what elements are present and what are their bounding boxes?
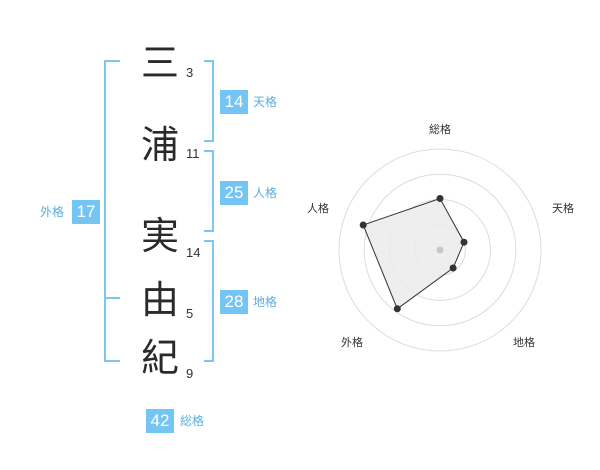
tenkaku-label: 天格 <box>253 95 278 109</box>
chikaku-bracket <box>204 240 214 362</box>
radar-point-3 <box>449 264 457 272</box>
radar-point-5 <box>359 221 367 229</box>
soukaku-label: 総格 <box>180 414 205 428</box>
radar-polygon <box>362 197 465 310</box>
radar-label-chikaku: 地格 <box>513 335 535 349</box>
stroke-count-1: 3 <box>186 65 194 80</box>
stroke-count-3: 14 <box>186 245 201 260</box>
gaikaku-bracket <box>104 60 120 362</box>
stroke-count-4: 5 <box>186 306 194 321</box>
jinkaku-bracket <box>204 150 214 232</box>
radar-ring <box>338 148 542 352</box>
name-char-2: 浦 <box>140 123 179 167</box>
radar-label-jinkaku: 人格 <box>307 201 329 215</box>
radar-points <box>359 195 468 313</box>
jinkaku-label: 人格 <box>253 186 278 200</box>
tenkaku-value: 14 <box>220 90 248 114</box>
radar-label-gaikaku: 外格 <box>341 335 363 349</box>
gaikaku-label: 外格 <box>40 205 65 219</box>
gaikaku-bracket-tick <box>106 297 120 299</box>
chikaku-value: 28 <box>220 290 248 314</box>
tenkaku-bracket <box>204 60 214 142</box>
gaikaku-value: 17 <box>72 200 100 224</box>
radar-ring <box>363 173 517 327</box>
stroke-count-5: 9 <box>186 366 194 381</box>
chikaku-label: 地格 <box>253 295 278 309</box>
radar-point-1 <box>436 195 444 202</box>
name-char-5: 紀 <box>140 336 179 380</box>
radar-center-dot <box>436 246 444 254</box>
soukaku-value: 42 <box>146 409 174 433</box>
radar-label-tenkaku: 天格 <box>552 201 574 215</box>
radar-point-4 <box>393 305 401 313</box>
stroke-count-2: 11 <box>186 146 200 161</box>
radar-point-2 <box>460 238 468 246</box>
name-char-1: 三 <box>140 41 179 85</box>
name-char-3: 実 <box>140 214 179 258</box>
name-char-4: 由 <box>140 278 179 322</box>
jinkaku-value: 25 <box>220 181 248 205</box>
radar-label-soukaku: 総格 <box>429 122 451 136</box>
